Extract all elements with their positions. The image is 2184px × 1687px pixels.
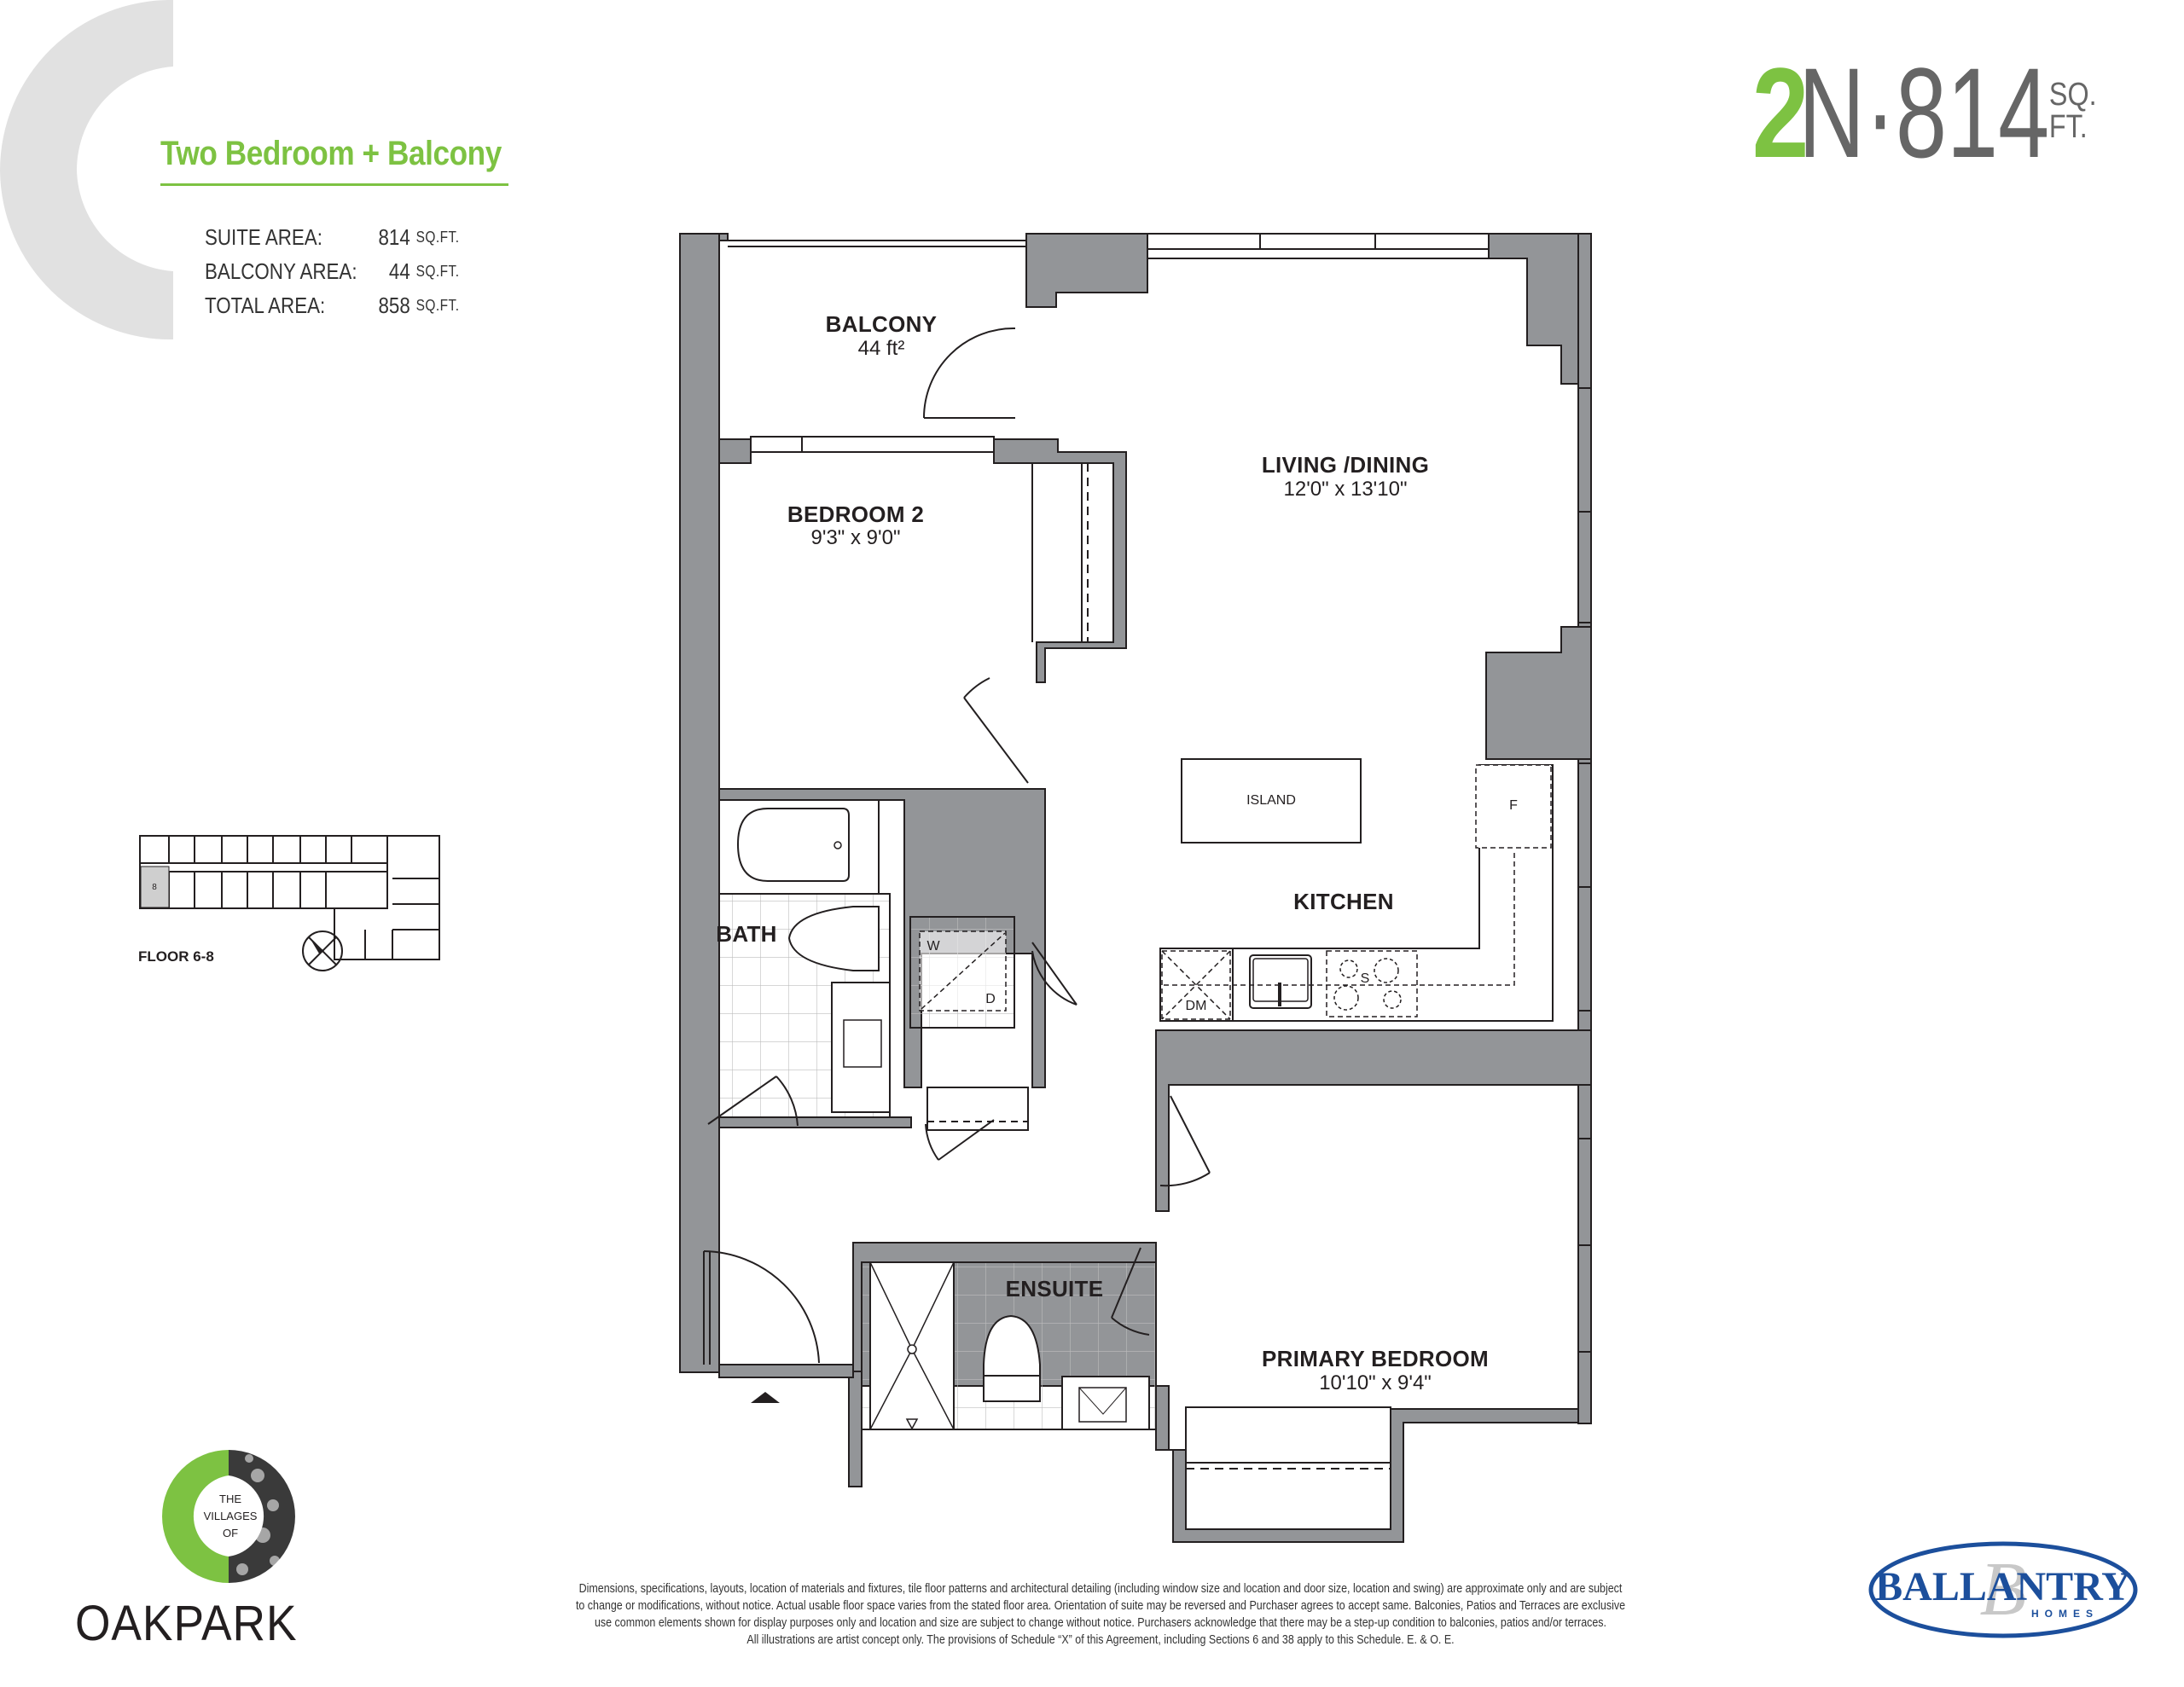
stove — [1326, 950, 1418, 1017]
room-dim-bedroom2: 9'3" x 9'0" — [810, 526, 901, 549]
room-name-bedroom2: BEDROOM 2 — [787, 501, 925, 527]
balcony-area-row: BALCONY AREA: 44 SQ.FT. — [205, 258, 460, 284]
svg-text:THE: THE — [219, 1493, 241, 1505]
bath-vanity — [831, 982, 891, 1113]
fridge-label: F — [1509, 798, 1518, 813]
svg-text:VILLAGES: VILLAGES — [204, 1510, 258, 1522]
wall-lines — [728, 233, 1592, 1530]
floor-label: FLOOR 6-8 — [138, 948, 214, 965]
room-dim-living: 12'0" x 13'10" — [1283, 478, 1408, 501]
island-label: ISLAND — [1246, 793, 1296, 808]
legal-disclaimer: Dimensions, specifications, layouts, loc… — [575, 1582, 1626, 1647]
stove-label: S — [1360, 971, 1370, 986]
ensuite-toilet — [983, 1314, 1041, 1402]
dishwasher-label: DM — [1185, 999, 1207, 1013]
room-name-living: LIVING /DINING — [1261, 452, 1430, 478]
suite-type-title: Two Bedroom + Balcony — [160, 135, 502, 172]
oakpark-wordmark: OAKPARK — [75, 1596, 298, 1651]
svg-text:8: 8 — [152, 883, 157, 892]
tub-basin — [736, 808, 850, 882]
room-dim-balcony: 44 ft² — [857, 337, 905, 360]
kitchen-sink — [1249, 954, 1312, 1009]
svg-text:OF: OF — [223, 1527, 238, 1539]
villages-of-oakpark-logo: THE VILLAGES OF — [162, 1450, 295, 1583]
room-name-kitchen: KITCHEN — [1293, 889, 1394, 914]
decorative-c-arc — [0, 0, 173, 340]
unit-model-code: 2 N·814 SQ. FT. — [1738, 41, 2100, 184]
room-name-ensuite: ENSUITE — [1005, 1276, 1104, 1301]
fridge — [1475, 764, 1552, 849]
entry-arrow-icon — [751, 1392, 780, 1403]
ballantry-homes-logo: B BALLANTRY HOMES — [1867, 1539, 2140, 1640]
suite-area-row: SUITE AREA: 814 SQ.FT. — [205, 224, 460, 250]
room-name-balcony: BALCONY — [825, 311, 938, 337]
room-name-primary: PRIMARY BEDROOM — [1262, 1346, 1489, 1371]
door-swings — [703, 327, 1211, 1365]
ensuite-vanity — [1061, 1376, 1150, 1430]
bath-toilet — [787, 906, 880, 971]
sqft-unit: SQ. FT. — [2048, 77, 2097, 145]
bedroom-count: 2 — [1751, 41, 1809, 184]
model-size: N·814 — [1798, 41, 2050, 184]
svg-text:B: B — [1980, 1547, 2027, 1632]
kitchen-island — [1181, 758, 1362, 844]
room-dim-primary: 10'10" x 9'4" — [1319, 1371, 1432, 1394]
area-summary: SUITE AREA: 814 SQ.FT. BALCONY AREA: 44 … — [205, 220, 459, 322]
dishwasher — [1161, 950, 1231, 1020]
title-underline — [160, 183, 508, 186]
total-area-row: TOTAL AREA: 858 SQ.FT. — [205, 293, 460, 318]
washer-label: W — [926, 939, 940, 954]
dryer-label: D — [985, 992, 996, 1006]
kitchen-counter — [1159, 764, 1554, 1022]
bathtub — [718, 799, 880, 895]
key-plan-map: 8 — [139, 835, 440, 971]
room-name-bath: BATH — [716, 921, 777, 947]
